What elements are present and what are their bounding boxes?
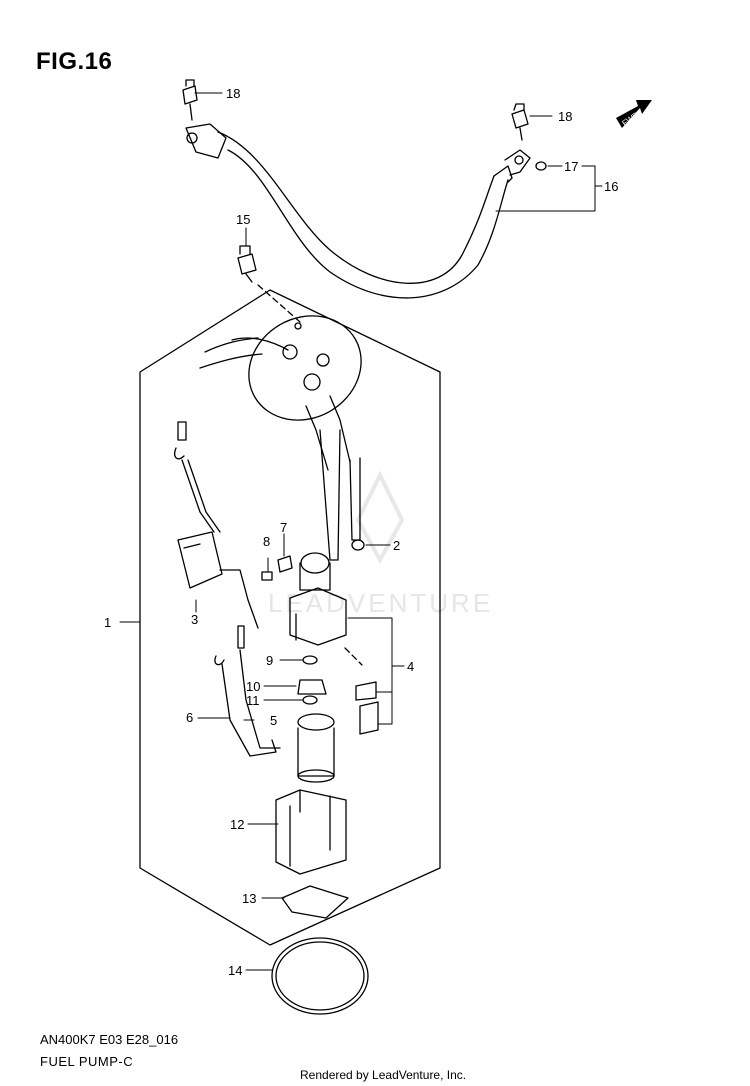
assembly-boundary bbox=[139, 289, 441, 946]
filter-13 bbox=[281, 885, 349, 919]
gasket-14 bbox=[271, 937, 369, 1015]
oring-9 bbox=[302, 655, 318, 665]
render-credit: Rendered by LeadVenture, Inc. bbox=[300, 1068, 467, 1082]
callout-18a: 18 bbox=[226, 86, 240, 101]
fuel-hose bbox=[185, 123, 531, 299]
oring-2 bbox=[351, 539, 365, 551]
screw-8 bbox=[261, 571, 273, 581]
callout-5: 5 bbox=[270, 713, 277, 728]
callout-16: 16 bbox=[604, 179, 618, 194]
leader-lines bbox=[119, 92, 603, 971]
callout-4: 4 bbox=[407, 659, 414, 674]
callout-9: 9 bbox=[266, 653, 273, 668]
fuel-pump bbox=[297, 713, 335, 783]
pump-flange bbox=[199, 315, 362, 561]
callout-14: 14 bbox=[228, 963, 242, 978]
callout-10: 10 bbox=[246, 679, 260, 694]
callout-18b: 18 bbox=[558, 109, 572, 124]
svg-text:FWD: FWD bbox=[621, 110, 641, 128]
callout-6: 6 bbox=[186, 710, 193, 725]
callout-11: 11 bbox=[246, 693, 260, 708]
watermark-logo bbox=[355, 470, 405, 565]
pump-assembly bbox=[289, 552, 379, 735]
diagram-code: AN400K7 E03 E28_016 bbox=[40, 1032, 179, 1047]
callout-15: 15 bbox=[236, 212, 250, 227]
callout-2: 2 bbox=[393, 538, 400, 553]
fuel-level-sender bbox=[174, 421, 259, 629]
pump-case-12 bbox=[275, 789, 347, 875]
callout-13: 13 bbox=[242, 891, 256, 906]
bolt-15 bbox=[237, 245, 257, 283]
callout-7: 7 bbox=[280, 520, 287, 535]
callout-8: 8 bbox=[263, 534, 270, 549]
wire-harness bbox=[214, 625, 281, 757]
callout-12: 12 bbox=[230, 817, 244, 832]
bolt-18-left bbox=[182, 79, 198, 121]
forward-arrow-icon: FWD bbox=[616, 100, 652, 128]
callout-1: 1 bbox=[104, 615, 111, 630]
pump-cap-10 bbox=[297, 679, 327, 695]
diagram-name: FUEL PUMP-C bbox=[40, 1054, 134, 1069]
callout-3: 3 bbox=[191, 612, 198, 627]
clip-7 bbox=[277, 555, 293, 573]
bolt-18-right bbox=[511, 103, 529, 141]
callout-labels: 18 18 17 16 15 1 2 3 4 5 6 7 8 9 10 11 1… bbox=[104, 86, 618, 978]
callout-17: 17 bbox=[564, 159, 578, 174]
oring-11 bbox=[302, 695, 318, 705]
clamp-17 bbox=[535, 161, 547, 171]
watermark-text: LEADVENTURE bbox=[268, 588, 493, 618]
figure-title: FIG.16 bbox=[36, 48, 113, 75]
